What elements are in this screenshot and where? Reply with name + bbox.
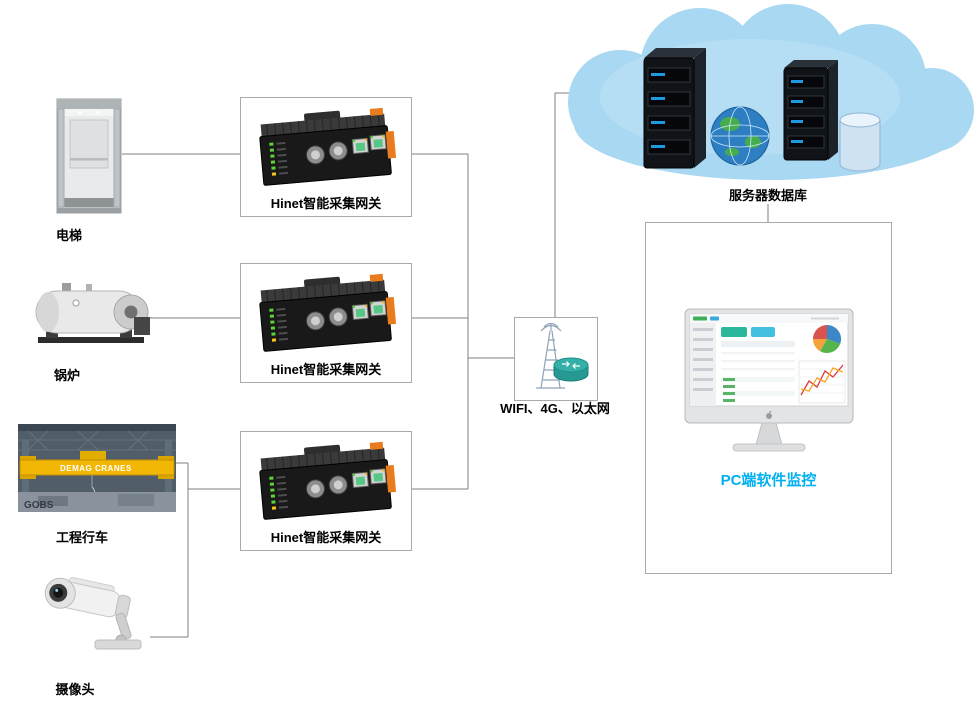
elevator-photo: [56, 98, 122, 216]
crane-photo-watermark: GOBS: [24, 500, 54, 511]
server-tower-icon: [643, 48, 706, 169]
line-chart: [798, 360, 846, 404]
server-tower-icon: [783, 60, 838, 161]
pie-chart: [813, 324, 842, 354]
crane-photo: DEMAG CRANES GOBS: [18, 424, 176, 512]
gateway-box-1: Hinet智能采集网关: [240, 97, 412, 217]
cloud-label: 服务器数据库: [728, 188, 807, 203]
gateway-label: Hinet智能采集网关: [270, 196, 382, 211]
apple-logo-icon: [766, 410, 772, 419]
elevator-label: 电梯: [55, 228, 82, 243]
gateway-device-image: [257, 439, 398, 520]
crane-label: 工程行车: [55, 530, 108, 545]
gateway-box-2: Hinet智能采集网关: [240, 263, 412, 383]
crane-beam-text: DEMAG CRANES: [60, 464, 132, 473]
gateway-device-image: [257, 105, 398, 186]
network-box: [514, 317, 598, 401]
database-cylinder-icon: [839, 112, 881, 172]
gateway-label: Hinet智能采集网关: [270, 530, 382, 545]
dashboard-screen: [690, 314, 848, 406]
camera-label: 摄像头: [55, 682, 95, 697]
cloud-group: [560, 2, 974, 188]
network-label: WIFI、4G、以太网: [500, 401, 610, 416]
pc-label: PC端软件监控: [720, 472, 817, 489]
gateway-device-image: [257, 271, 398, 352]
gateway-box-3: Hinet智能采集网关: [240, 431, 412, 551]
camera-photo: [35, 568, 153, 660]
boiler-label: 锅炉: [53, 368, 80, 383]
gateway-label: Hinet智能采集网关: [270, 362, 382, 377]
imac-monitor: [684, 308, 854, 452]
globe-icon: [710, 106, 770, 166]
pc-box: PC端软件监控: [645, 222, 892, 574]
boiler-photo: [28, 283, 154, 347]
router-icon: [553, 357, 589, 382]
